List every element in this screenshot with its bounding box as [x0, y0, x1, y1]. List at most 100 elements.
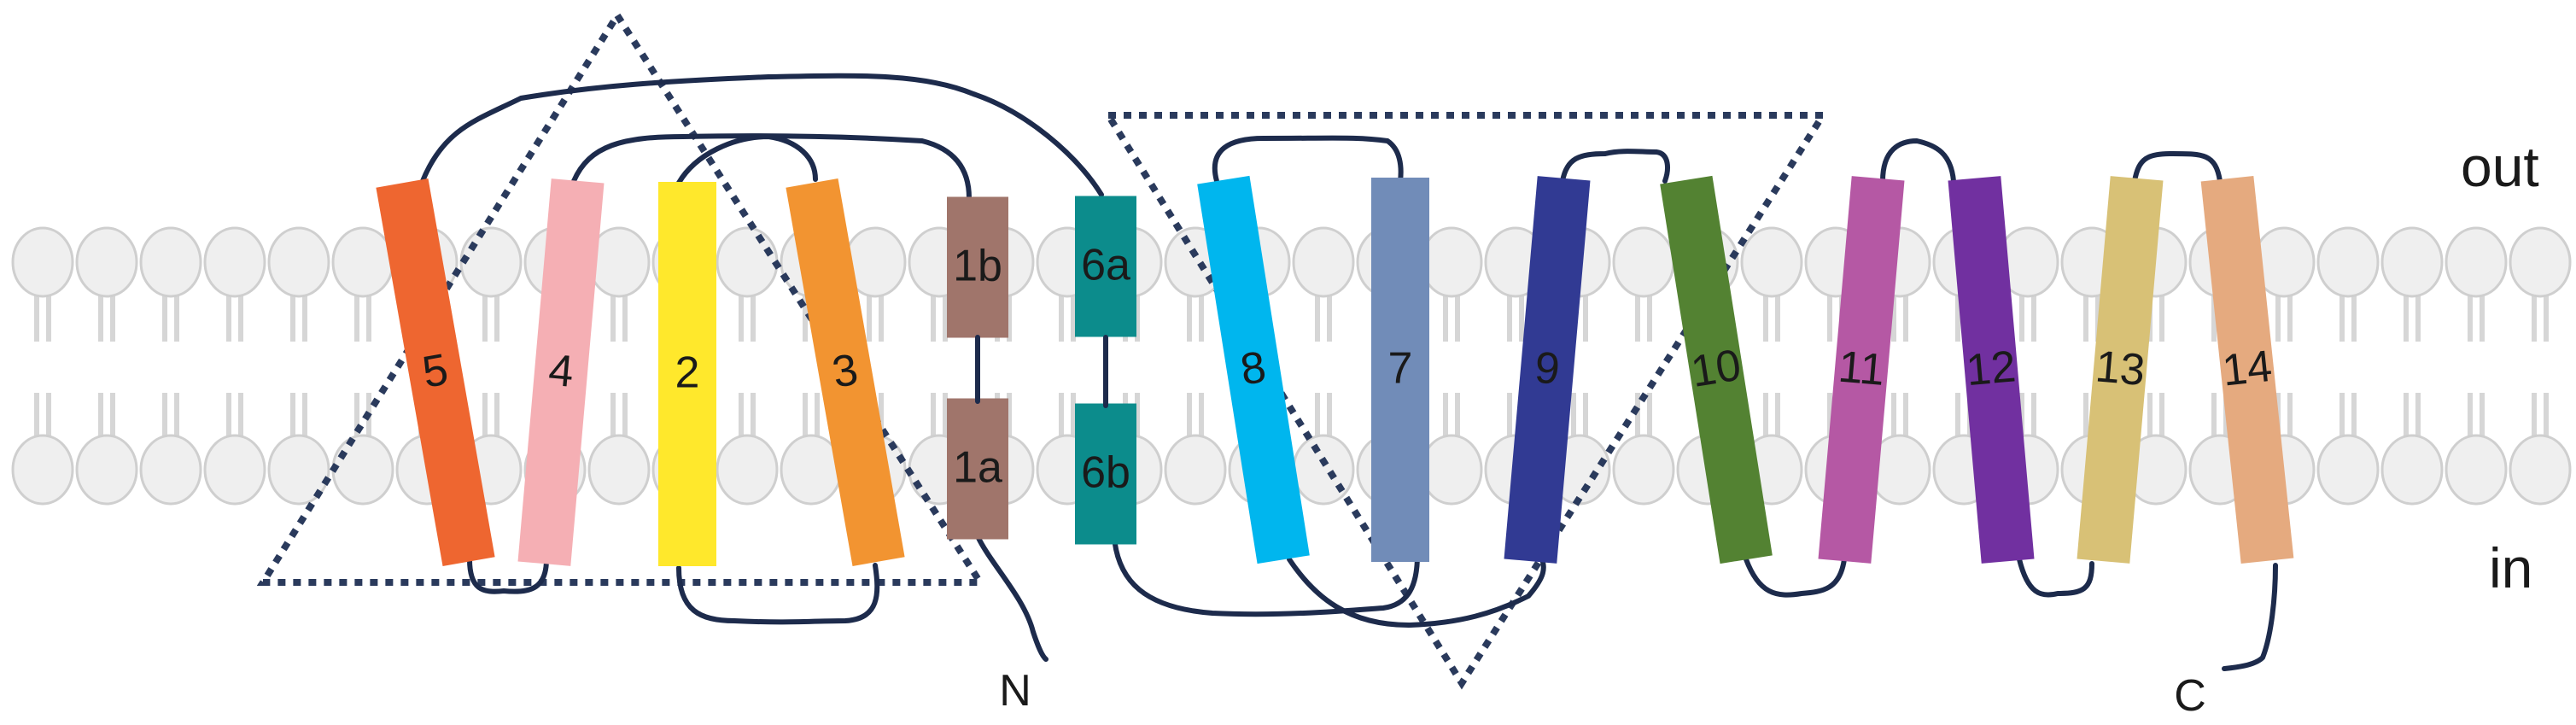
- lipid-head: [1292, 434, 1355, 506]
- lipid-tail: [815, 393, 820, 444]
- lipid-tail: [1635, 290, 1640, 342]
- lipid-tail: [482, 393, 488, 444]
- helix-4: 4: [517, 178, 605, 566]
- helix-12: 12: [1948, 176, 2035, 564]
- lipid-tail: [751, 393, 756, 444]
- lipid-tail: [2404, 393, 2409, 444]
- helix-10-label: 10: [1688, 341, 1744, 397]
- lipid-tail: [879, 290, 884, 342]
- lipid-tail: [290, 290, 295, 342]
- lipid-head: [267, 226, 330, 298]
- lipid-tail: [2031, 290, 2036, 342]
- lipid-tail: [2159, 393, 2164, 444]
- lipid-tail: [1071, 393, 1076, 444]
- lipid-tail: [1571, 393, 1576, 444]
- lipid-tail: [1199, 393, 1204, 444]
- lipid-tail: [238, 290, 243, 342]
- lipid-tail: [1955, 393, 1960, 444]
- lipid-head: [1292, 226, 1355, 298]
- lipid-head: [267, 434, 330, 506]
- lipid-tail: [354, 290, 359, 342]
- lipid-tail: [110, 290, 115, 342]
- lipid-head: [2445, 226, 2508, 298]
- n-terminus-label: N: [999, 666, 1031, 716]
- lipid-tail: [931, 393, 936, 444]
- inverted-repeat-triangle-2: [1101, 112, 1830, 690]
- lipid-head: [2445, 434, 2508, 506]
- helix-5: 5: [376, 178, 495, 566]
- loop-13-to-14-out: [2132, 151, 2223, 184]
- lipid-tail: [1647, 290, 1652, 342]
- in-label: in: [2489, 536, 2532, 599]
- lipid-tail: [494, 290, 499, 342]
- loop-C-terminus: [2222, 563, 2278, 671]
- helix-4-bar: [517, 178, 605, 566]
- lipid-tail: [751, 290, 756, 342]
- lipid-tail: [2147, 393, 2153, 444]
- lipid-tail: [2404, 290, 2409, 342]
- lipid-tail: [302, 393, 307, 444]
- lipid-tail: [354, 393, 359, 444]
- lipid-tail: [2083, 290, 2088, 342]
- lipid-tail: [879, 393, 884, 444]
- loop-6b-to-7-in: [1112, 535, 1420, 617]
- lipid-head: [11, 434, 74, 506]
- lipid-head: [139, 434, 202, 506]
- lipid-tail: [226, 393, 231, 444]
- lipid-head: [2509, 226, 2572, 298]
- lipid-tail: [2095, 290, 2100, 342]
- helix-1b: 1b: [947, 196, 1008, 338]
- lipid-tail: [162, 393, 167, 444]
- lipid-tail: [2544, 290, 2549, 342]
- lipid-tail: [2159, 290, 2164, 342]
- lipid-tail: [1199, 290, 1204, 342]
- lipid-head: [1420, 226, 1483, 298]
- lipid-tail: [803, 290, 808, 342]
- helix-14-label: 14: [2220, 342, 2275, 396]
- lipid-tail: [2211, 393, 2217, 444]
- lipid-tail: [1519, 290, 1524, 342]
- helix-14: 14: [2200, 175, 2294, 564]
- helix-13-label: 13: [2094, 342, 2147, 395]
- lipid-tail: [1327, 393, 1332, 444]
- lipid-tail: [1059, 290, 1064, 342]
- lipid-tail: [2031, 393, 2036, 444]
- lipid-tail: [238, 393, 243, 444]
- lipid-tail: [1891, 393, 1896, 444]
- lipid-head: [716, 226, 779, 298]
- lipid-tail: [2480, 290, 2485, 342]
- connecting-loops: [420, 73, 2278, 671]
- lipid-head: [2380, 434, 2444, 506]
- lipid-tail: [1007, 393, 1012, 444]
- lipid-tail: [2415, 290, 2421, 342]
- lipid-tail: [943, 393, 948, 444]
- lipid-tail: [2275, 290, 2281, 342]
- helix-2: 2: [658, 182, 716, 566]
- helix-6a-bar: [1075, 196, 1136, 337]
- lipid-tail: [739, 393, 744, 444]
- helix-11-bar: [1818, 176, 1905, 564]
- lipid-tail: [622, 393, 628, 444]
- helix-8: 8: [1197, 175, 1310, 564]
- lipid-tail: [2287, 393, 2293, 444]
- helix-6b-label: 6b: [1081, 448, 1130, 498]
- lipid-head: [11, 226, 74, 298]
- lipid-tail: [2019, 290, 2024, 342]
- lipid-tail: [366, 290, 371, 342]
- lipid-tail: [1315, 290, 1320, 342]
- loop-11-to-12-out: [1880, 138, 1956, 184]
- lipid-tail: [1135, 393, 1140, 444]
- loop-8-to-9-in: [1287, 554, 1546, 628]
- lipid-tail: [1827, 290, 1832, 342]
- helix-11: 11: [1818, 176, 1905, 564]
- lipid-tail: [2532, 290, 2537, 342]
- lipid-tail: [1903, 290, 1908, 342]
- lipid-tail: [226, 290, 231, 342]
- helix-1a-bar: [947, 398, 1008, 540]
- lipid-tail: [1071, 290, 1076, 342]
- lipid-tail: [2468, 393, 2473, 444]
- lipid-tail: [34, 290, 39, 342]
- helix-9-label: 9: [1533, 343, 1562, 395]
